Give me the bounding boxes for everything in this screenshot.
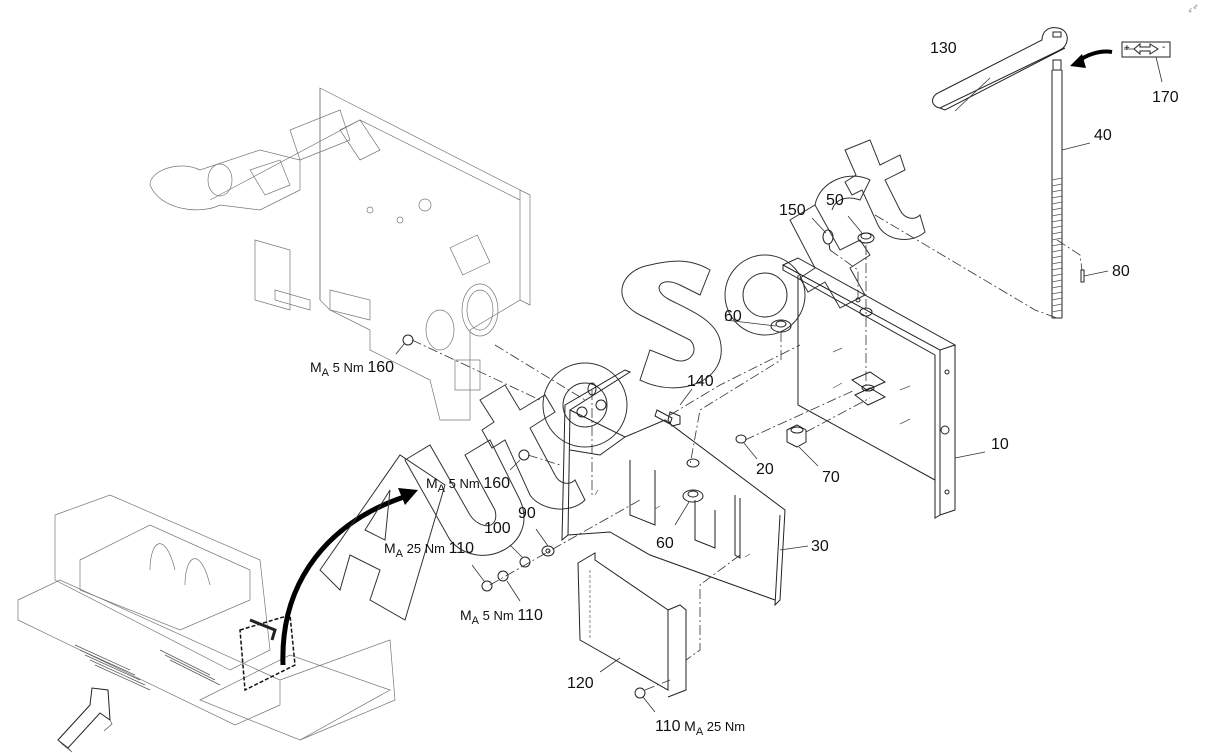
callout-130: 130	[930, 40, 957, 57]
leader-lines	[395, 77, 1109, 713]
torque-callout-110-upper: MA 25 Nm 110	[384, 540, 475, 560]
callout-60-lower: 60	[656, 535, 674, 552]
torque-callout-160-lower: MA 5 Nm 160	[426, 475, 511, 495]
view-direction-arrow-icon	[57, 687, 111, 749]
callout-150: 150	[779, 202, 806, 219]
callout-40: 40	[1094, 127, 1112, 144]
callout-170: 170	[1152, 89, 1179, 106]
torque-callout-160-upper: MA 5 Nm 160	[310, 359, 395, 379]
detail-arrow-icon	[280, 492, 411, 666]
callout-90: 90	[518, 505, 536, 522]
callout-20: 20	[756, 461, 774, 478]
detail-arrowhead-icon	[398, 488, 418, 505]
callout-140: 140	[687, 373, 714, 390]
callout-120: 120	[567, 675, 594, 692]
symbol-170-box	[1121, 41, 1171, 83]
symbol-170-plus: +	[1124, 43, 1130, 54]
part-120-cover	[577, 552, 687, 698]
part-130-handle	[932, 27, 1068, 111]
part-40-threaded-rod	[1051, 59, 1063, 319]
assembly-lines	[411, 48, 1134, 691]
torque-callout-110-middle: MA 5 Nm 110	[460, 607, 543, 627]
torque-callout-110-lower: 110 MA 25 Nm	[655, 718, 746, 738]
callout-100: 100	[484, 520, 511, 537]
symbol-170-minus: -	[1162, 42, 1166, 53]
callout-50: 50	[826, 192, 844, 209]
part-30-bracket	[561, 369, 786, 607]
callout-30: 30	[811, 538, 829, 555]
callout-60-upper: 60	[724, 308, 742, 325]
machine-frame-ghost	[149, 87, 531, 421]
part-10-plate	[782, 257, 957, 519]
callout-70: 70	[822, 469, 840, 486]
callout-10: 10	[991, 436, 1009, 453]
callout-80: 80	[1112, 263, 1130, 280]
paver-overview	[17, 494, 396, 741]
